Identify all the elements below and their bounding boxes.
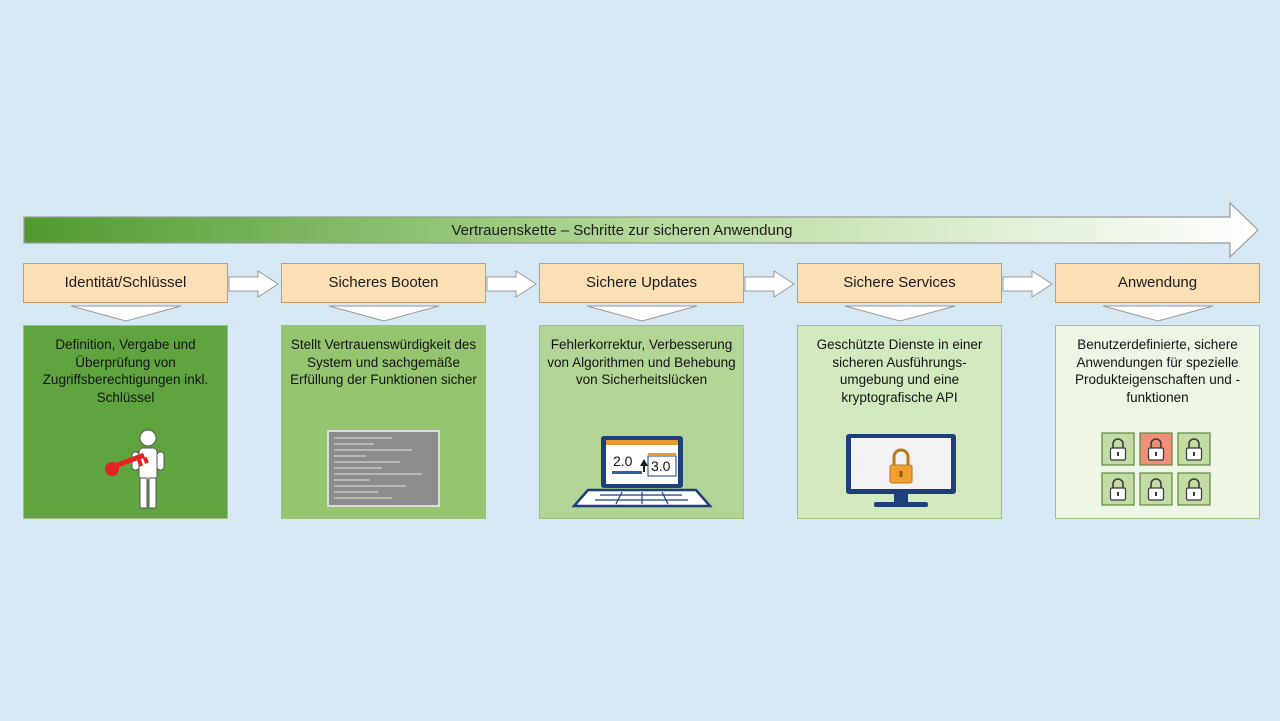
lock-grid-icon bbox=[1101, 432, 1211, 506]
step-description: Definition, Vergabe und Überprüfung von … bbox=[42, 337, 209, 405]
down-arrow-icon bbox=[586, 305, 698, 322]
connector-arrow-icon bbox=[486, 270, 537, 298]
step-header-identitaet: Identität/Schlüssel bbox=[23, 263, 228, 303]
connector-arrow-icon bbox=[744, 270, 795, 298]
down-arrow-icon bbox=[328, 305, 440, 322]
step-description: Geschützte Dienste in einer sicheren Aus… bbox=[816, 337, 983, 405]
step-description: Fehlerkorrektur, Verbesserung von Algori… bbox=[547, 337, 736, 387]
step-box-sicheres-booten: Stellt Vertrauenswürdigkeit des System u… bbox=[281, 325, 486, 519]
boot-console-screen bbox=[327, 430, 440, 507]
connector-arrow-icon bbox=[1002, 270, 1053, 298]
step-description: Stellt Vertrauenswürdigkeit des System u… bbox=[290, 337, 477, 387]
chain-title: Vertrauenskette – Schritte zur sicheren … bbox=[451, 222, 793, 239]
down-arrow-icon bbox=[844, 305, 956, 322]
step-box-sichere-services: Geschützte Dienste in einer sicheren Aus… bbox=[797, 325, 1002, 519]
step-header-sichere-updates: Sichere Updates bbox=[539, 263, 744, 303]
person-with-key-icon bbox=[105, 429, 165, 509]
version-from-label: 2.0 bbox=[613, 453, 633, 469]
version-to-label: 3.0 bbox=[651, 458, 671, 474]
step-box-identitaet: Definition, Vergabe und Überprüfung von … bbox=[23, 325, 228, 519]
step-description: Benutzerdefinierte, sichere Anwendungen … bbox=[1074, 337, 1241, 405]
down-arrow-icon bbox=[1102, 305, 1214, 322]
step-header-sichere-services: Sichere Services bbox=[797, 263, 1002, 303]
step-header-anwendung: Anwendung bbox=[1055, 263, 1260, 303]
step-box-anwendung: Benutzerdefinierte, sichere Anwendungen … bbox=[1055, 325, 1260, 519]
connector-arrow-icon bbox=[228, 270, 279, 298]
laptop-update-icon bbox=[571, 436, 713, 508]
down-arrow-icon bbox=[70, 305, 182, 322]
monitor-lock-icon bbox=[846, 434, 956, 507]
step-header-sicheres-booten: Sicheres Booten bbox=[281, 263, 486, 303]
step-box-sichere-updates: Fehlerkorrektur, Verbesserung von Algori… bbox=[539, 325, 744, 519]
